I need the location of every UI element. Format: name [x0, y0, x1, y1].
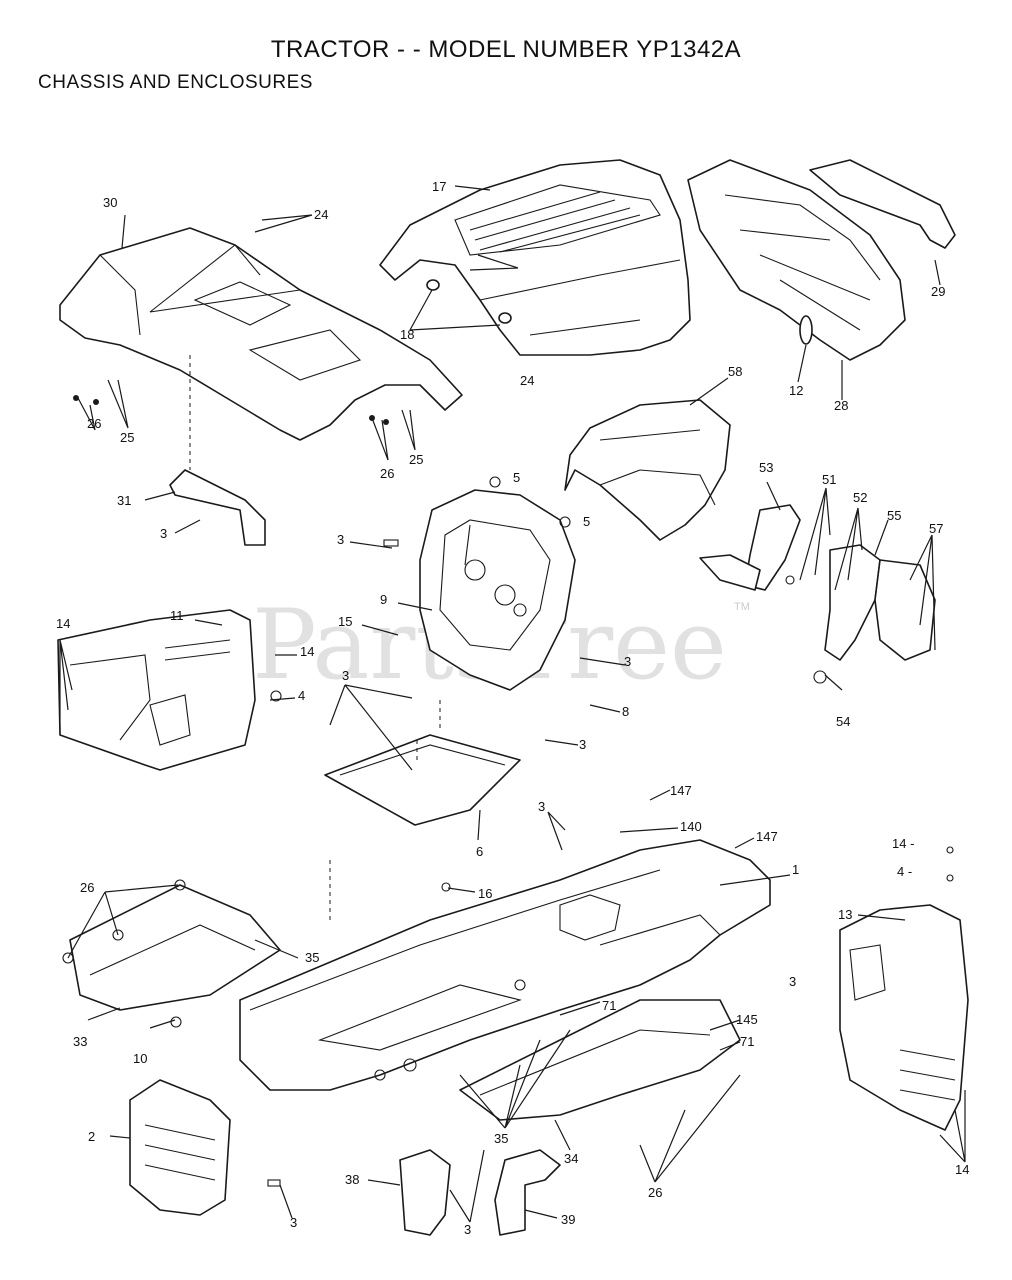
callout-35: 35 [494, 1131, 508, 1146]
callout-57: 57 [929, 521, 943, 536]
callout-25: 25 [409, 452, 423, 467]
callout-9: 9 [380, 592, 387, 607]
callout-54: 54 [836, 714, 850, 729]
leader-lines [59, 185, 966, 1223]
part-28-29-grille [687, 159, 956, 361]
callout-24: 24 [314, 207, 328, 222]
callout-4: 4 [298, 688, 305, 703]
callout-labels: 30 24 17 29 18 24 58 12 28 25 26 26 25 5… [56, 179, 969, 1237]
callout-140: 140 [680, 819, 702, 834]
hardware-fasteners [62, 395, 954, 1187]
part-53-bracket [699, 504, 936, 661]
callout-5: 5 [583, 514, 590, 529]
callout-58: 58 [728, 364, 742, 379]
callout-53: 53 [759, 460, 773, 475]
callout-13: 13 [838, 907, 852, 922]
callout-3: 3 [337, 532, 344, 547]
callout-71: 71 [740, 1034, 754, 1049]
part-6-plate [324, 734, 521, 826]
callout-26: 26 [80, 880, 94, 895]
callout-3: 3 [342, 668, 349, 683]
callout-26: 26 [87, 416, 101, 431]
callout-30: 30 [103, 195, 117, 210]
callout-35: 35 [305, 950, 319, 965]
callout-5: 5 [513, 470, 520, 485]
part-1-frame [239, 839, 771, 1091]
callout-6: 6 [476, 844, 483, 859]
callout-145: 145 [736, 1012, 758, 1027]
callout-3: 3 [290, 1215, 297, 1230]
callout-8: 8 [622, 704, 629, 719]
callout-52: 52 [853, 490, 867, 505]
callout-11: 11 [170, 608, 184, 623]
callout-147: 147 [670, 783, 692, 798]
callout-3: 3 [579, 737, 586, 752]
part-33-footplate [69, 884, 281, 1011]
page-title: TRACTOR - - MODEL NUMBER YP1342A [270, 36, 742, 63]
part-30-fender [59, 227, 463, 441]
callout-3: 3 [789, 974, 796, 989]
part-38-39-brackets [399, 1149, 561, 1236]
callout-26: 26 [648, 1185, 662, 1200]
callout-3: 3 [538, 799, 545, 814]
callout-16: 16 [478, 886, 492, 901]
part-9-dash [419, 489, 576, 691]
callout-4: 4 - [897, 864, 912, 879]
part-13-side-panel [839, 904, 969, 1131]
callout-17: 17 [432, 179, 446, 194]
callout-147: 147 [756, 829, 778, 844]
callout-71: 71 [602, 998, 616, 1013]
part-58-panel [564, 399, 731, 541]
callout-38: 38 [345, 1172, 359, 1187]
callout-14: 14 [300, 644, 314, 659]
callout-14: 14 [56, 616, 70, 631]
part-31-bracket [169, 469, 266, 546]
callout-3: 3 [624, 654, 631, 669]
callout-1: 1 [792, 862, 799, 877]
callout-51: 51 [822, 472, 836, 487]
callout-12: 12 [789, 383, 803, 398]
callout-14: 14 - [892, 836, 914, 851]
callout-3: 3 [160, 526, 167, 541]
callout-34: 34 [564, 1151, 578, 1166]
part-2-front-plate [129, 1079, 231, 1216]
part-11-side-panel [57, 609, 256, 771]
callout-31: 31 [117, 493, 131, 508]
callout-33: 33 [73, 1034, 87, 1049]
callout-2: 2 [88, 1129, 95, 1144]
callout-18: 18 [400, 327, 414, 342]
part-17-hood [379, 159, 691, 356]
callout-3: 3 [464, 1222, 471, 1237]
callout-24: 24 [520, 373, 534, 388]
callout-28: 28 [834, 398, 848, 413]
callout-55: 55 [887, 508, 901, 523]
callout-25: 25 [120, 430, 134, 445]
callout-10: 10 [133, 1051, 147, 1066]
callout-29: 29 [931, 284, 945, 299]
watermark-trademark: TM [734, 601, 750, 613]
callout-14: 14 [955, 1162, 969, 1177]
section-title: CHASSIS AND ENCLOSURES [38, 72, 313, 93]
callout-26: 26 [380, 466, 394, 481]
callout-15: 15 [338, 614, 352, 629]
callout-39: 39 [561, 1212, 575, 1227]
